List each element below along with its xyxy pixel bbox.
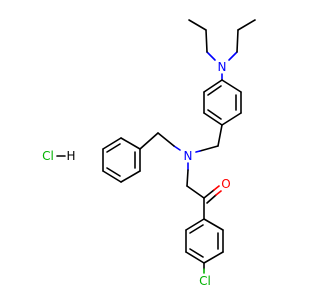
molecule-structure: N N O Cl Cl H xyxy=(42,19,256,288)
salt-chlorine-label: Cl xyxy=(42,149,54,163)
methylene-linker xyxy=(195,124,223,153)
ketone-chain xyxy=(186,162,222,220)
diethyl-group xyxy=(188,19,256,81)
amine-nitrogen-label: N xyxy=(218,60,227,74)
benzylamine-nitrogen-label: N xyxy=(184,149,193,163)
chlorophenyl-ring xyxy=(185,218,224,274)
salt-hydrogen-label: H xyxy=(66,149,75,163)
ketone-oxygen-label: O xyxy=(221,177,230,191)
aryl-chlorine-label: Cl xyxy=(199,274,211,288)
benzyl-group xyxy=(102,132,181,183)
top-benzene-ring xyxy=(203,79,242,126)
